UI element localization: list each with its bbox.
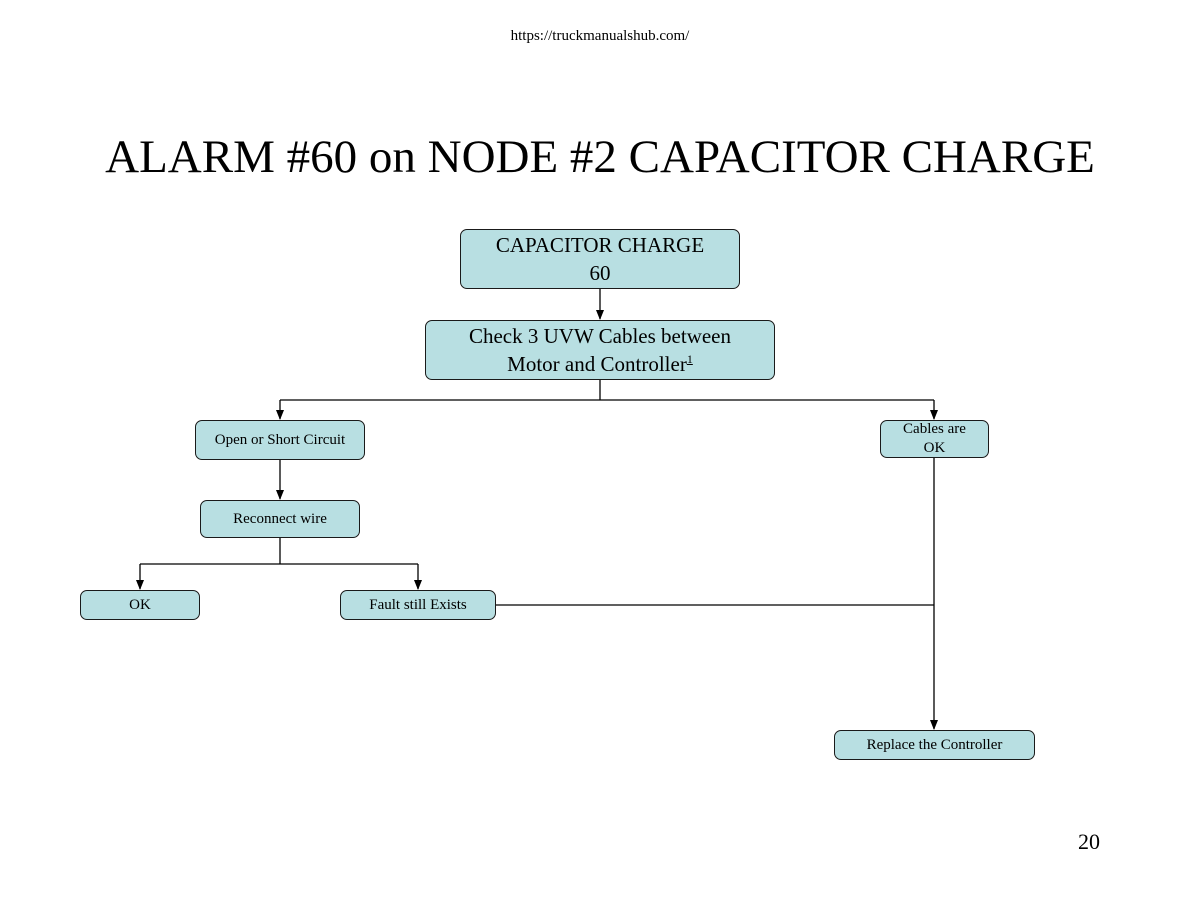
node-reconnect-wire-label: Reconnect wire — [233, 510, 327, 527]
node-replace-controller: Replace the Controller — [834, 730, 1035, 760]
node-replace-controller-label: Replace the Controller — [866, 736, 1003, 753]
node-cables-ok-line2: OK — [923, 440, 946, 456]
footnote-marker: 1 — [686, 352, 693, 366]
node-capacitor-charge: CAPACITOR CHARGE 60 — [460, 229, 740, 289]
node-open-short-circuit-label: Open or Short Circuit — [214, 431, 346, 448]
page-number: 20 — [1078, 829, 1100, 854]
node-capacitor-charge-line1: CAPACITOR CHARGE — [495, 233, 705, 257]
node-cables-ok: Cables are OK — [880, 420, 989, 458]
node-reconnect-wire: Reconnect wire — [200, 500, 360, 538]
node-fault-still-exists-label: Fault still Exists — [369, 596, 467, 613]
node-open-short-circuit: Open or Short Circuit — [195, 420, 365, 460]
node-fault-still-exists: Fault still Exists — [340, 590, 496, 620]
node-ok-label: OK — [129, 596, 151, 613]
node-check-cables-line1: Check 3 UVW Cables between — [468, 324, 732, 348]
node-check-cables-line2-wrap: Motor and Controller1 — [507, 350, 693, 378]
page-title: ALARM #60 on NODE #2 CAPACITOR CHARGE — [105, 131, 1095, 183]
node-check-cables-line2: Motor and Controller — [507, 352, 687, 376]
node-cables-ok-line1: Cables are — [903, 421, 966, 437]
node-ok: OK — [80, 590, 200, 620]
source-url: https://truckmanualshub.com/ — [510, 28, 690, 44]
node-capacitor-charge-line2: 60 — [589, 261, 611, 285]
node-check-cables: Check 3 UVW Cables between Motor and Con… — [425, 320, 775, 380]
